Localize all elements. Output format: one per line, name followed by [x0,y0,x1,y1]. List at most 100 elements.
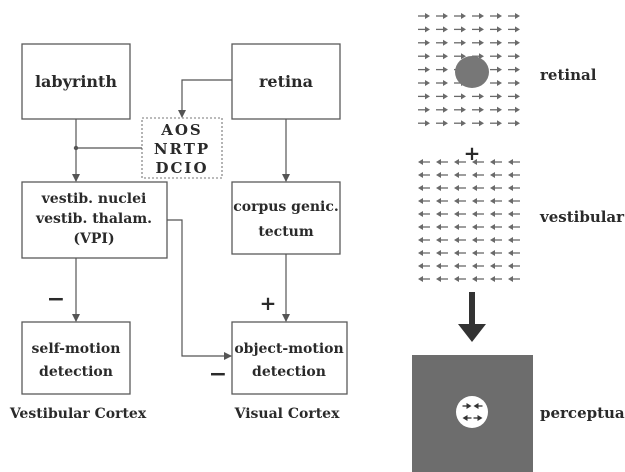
small-arrow-icon [436,26,448,33]
small-arrow-icon [454,106,466,113]
small-arrow-icon [490,237,502,243]
small-arrow-icon [436,263,448,269]
small-arrow-icon [490,26,502,33]
object-motion-minus-sign: − [209,361,227,387]
small-arrow-icon [418,93,430,100]
small-arrow-icon [436,198,448,204]
small-arrow-icon [418,26,430,33]
small-arrow-icon [436,224,448,230]
small-arrow-icon [472,185,484,191]
small-arrow-icon [472,224,484,230]
perceptual-center-arrows [462,403,483,421]
thick-down-arrow-icon [458,292,486,342]
small-arrow-icon [508,276,520,282]
small-arrow-icon [473,415,483,421]
small-arrow-icon [490,120,502,127]
small-arrow-icon [436,185,448,191]
object-motion-label-line2: detection [252,364,326,380]
relay-label-dcio: DCIO [155,159,208,177]
small-arrow-icon [436,106,448,113]
small-arrow-icon [454,26,466,33]
small-arrow-icon [472,26,484,33]
retinal-flow-field [418,13,520,127]
visual-label-tectum: tectum [258,224,314,240]
small-arrow-icon [418,39,430,46]
small-arrow-icon [490,224,502,230]
small-arrow-icon [508,53,520,60]
small-arrow-icon [508,120,520,127]
labyrinth-label: labyrinth [35,72,117,91]
small-arrow-icon [490,159,502,165]
small-arrow-icon [490,263,502,269]
small-arrow-icon [472,198,484,204]
small-arrow-icon [490,198,502,204]
small-arrow-icon [454,172,466,178]
vestibular-label-thalamus: vestib. thalam. [35,211,152,227]
small-arrow-icon [490,39,502,46]
vestibular-nuclei-box: vestib. nuclei vestib. thalam. (VPI) [21,181,168,259]
small-arrow-icon [436,159,448,165]
small-arrow-icon [436,276,448,282]
small-arrow-icon [490,66,502,73]
small-arrow-icon [472,172,484,178]
small-arrow-icon [508,211,520,217]
field-plus-sign: + [464,141,481,165]
self-motion-label-line2: detection [39,364,113,380]
small-arrow-icon [472,106,484,113]
visual-label-corpus: corpus genic. [233,199,339,215]
small-arrow-icon [472,211,484,217]
small-arrow-icon [436,13,448,19]
small-arrow-icon [472,250,484,256]
small-arrow-icon [508,93,520,100]
small-arrow-icon [436,53,448,60]
vestibular-label-vpi: (VPI) [73,231,114,247]
small-arrow-icon [454,13,466,19]
small-arrow-icon [454,159,466,165]
small-arrow-icon [436,172,448,178]
small-arrow-icon [462,415,472,421]
small-arrow-icon [436,250,448,256]
object-motion-plus-sign: + [260,291,277,315]
perceptual-field-label: perceptual [540,404,625,422]
self-motion-label-line1: self-motion [32,341,121,357]
small-arrow-icon [418,172,430,178]
vestibular-flow-field [418,159,520,282]
small-arrow-icon [418,120,430,127]
small-arrow-icon [490,53,502,60]
vestibular-cortex-label: Vestibular Cortex [9,406,147,422]
small-arrow-icon [490,13,502,19]
small-arrow-icon [418,53,430,60]
small-arrow-icon [472,13,484,19]
small-arrow-icon [490,80,502,86]
small-arrow-icon [454,224,466,230]
small-arrow-icon [508,185,520,191]
small-arrow-icon [454,93,466,100]
small-arrow-icon [508,39,520,46]
small-arrow-icon [508,250,520,256]
object-motion-label-line1: object-motion [234,341,343,357]
small-arrow-icon [436,93,448,100]
small-arrow-icon [418,13,430,19]
small-arrow-icon [418,211,430,217]
small-arrow-icon [508,26,520,33]
small-arrow-icon [508,263,520,269]
small-arrow-icon [454,237,466,243]
visual-cortex-label: Visual Cortex [234,406,340,422]
self-motion-minus-sign: − [47,286,65,312]
small-arrow-icon [508,237,520,243]
small-arrow-icon [436,211,448,217]
retina-box: retina [231,43,341,120]
small-arrow-icon [508,224,520,230]
small-arrow-icon [508,159,520,165]
retina-label: retina [259,72,313,91]
small-arrow-icon [472,237,484,243]
small-arrow-icon [454,250,466,256]
small-arrow-icon [490,93,502,100]
small-arrow-icon [508,106,520,113]
small-arrow-icon [472,159,484,165]
perceptual-field [412,355,533,472]
retinal-field-label: retinal [540,66,597,84]
small-arrow-icon [490,250,502,256]
small-arrow-icon [454,39,466,46]
small-arrow-icon [418,198,430,204]
